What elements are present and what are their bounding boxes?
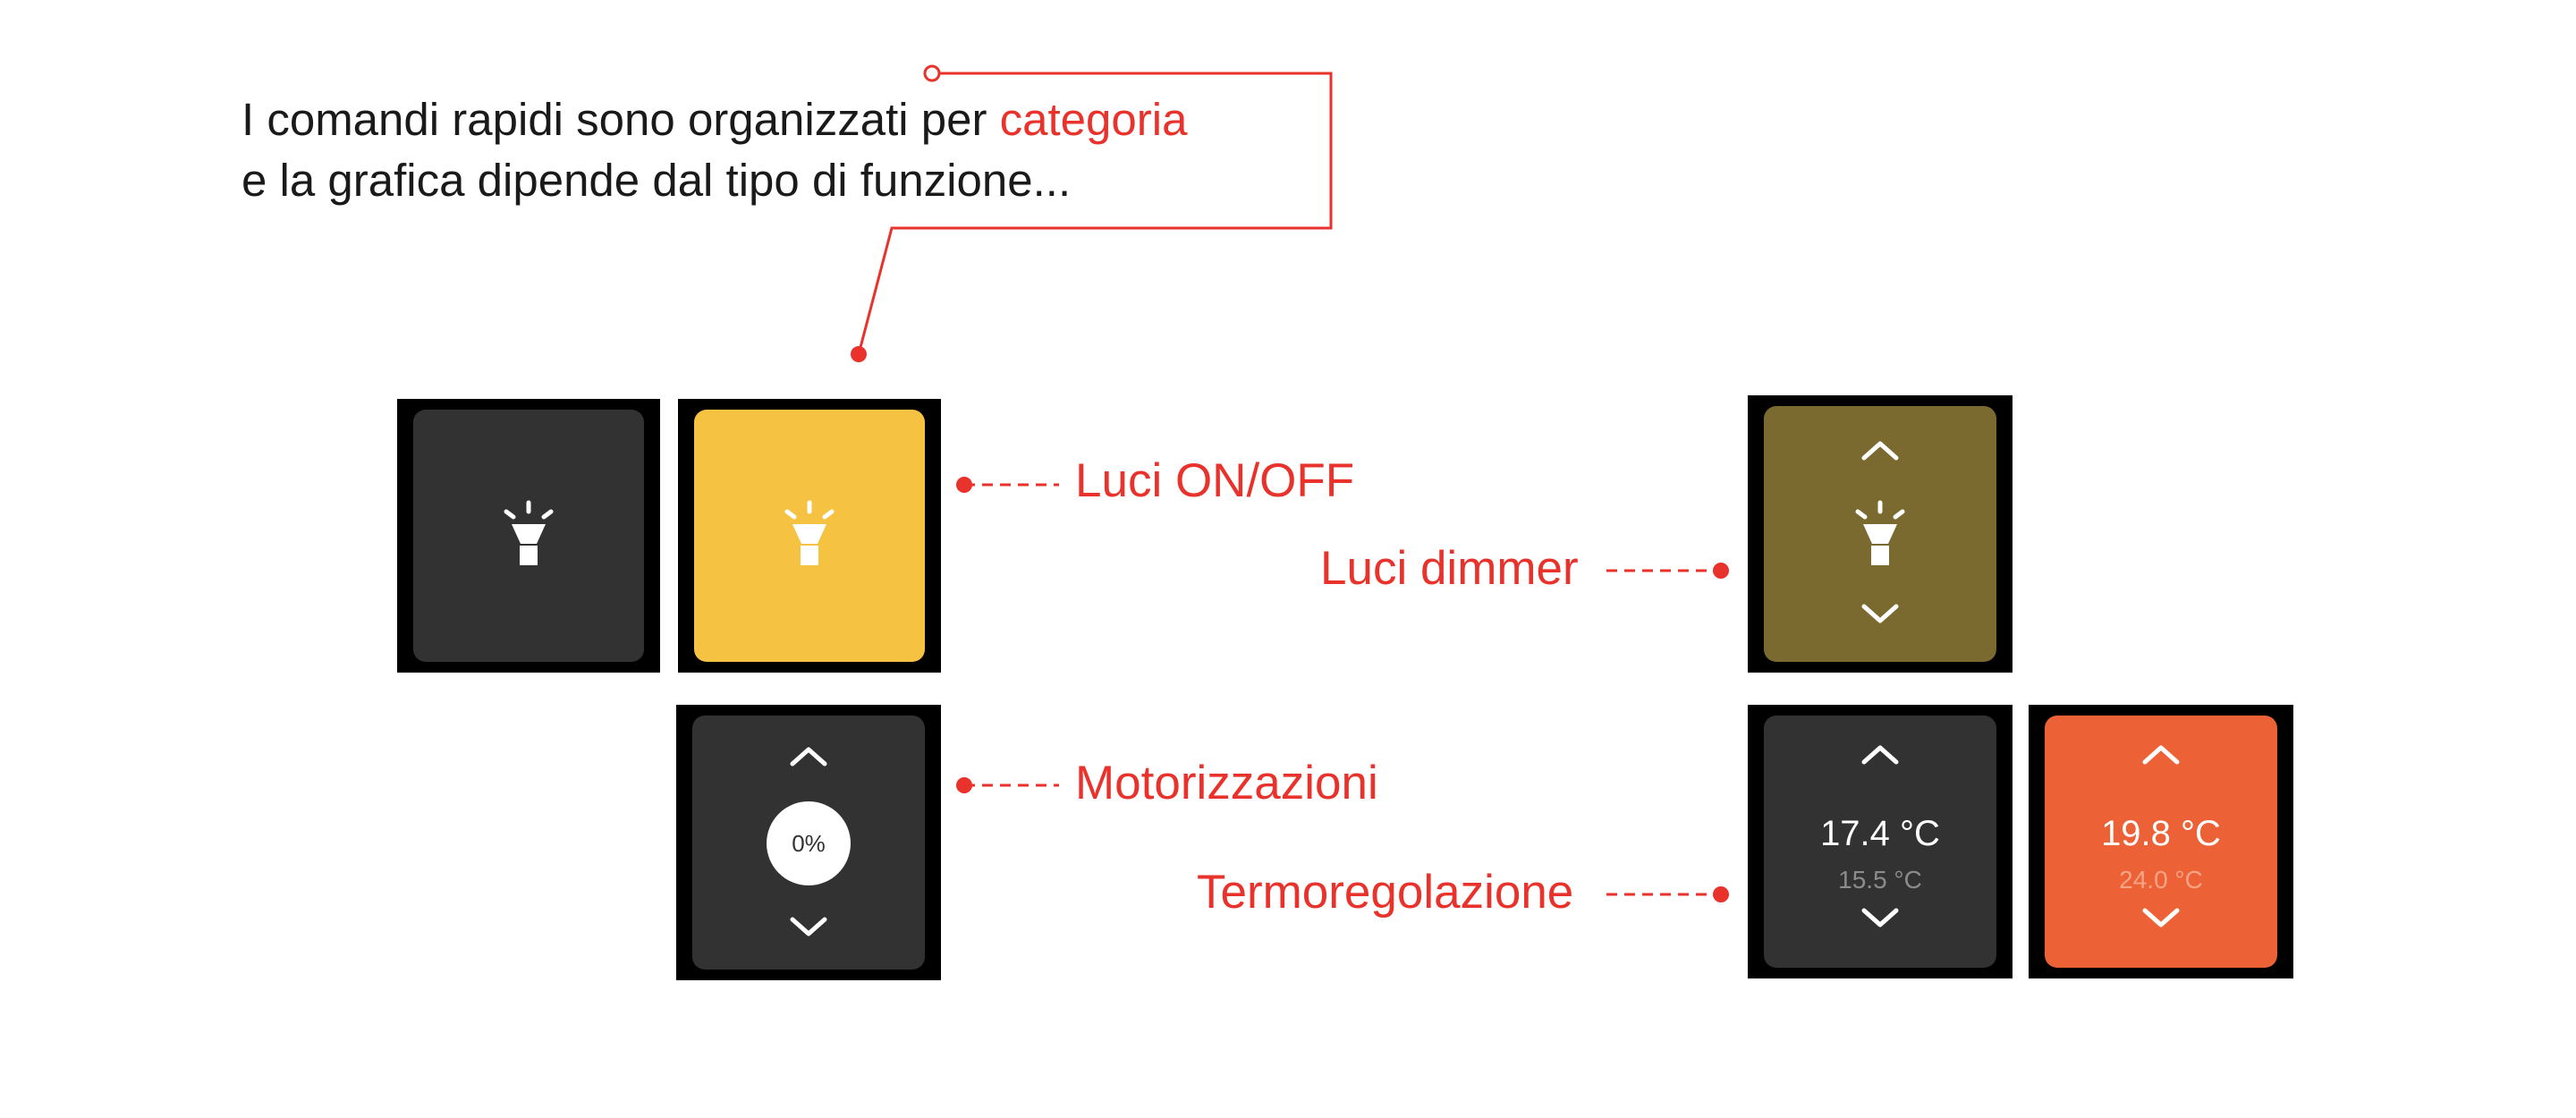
label-luci-dimmer: Luci dimmer <box>1320 542 1579 595</box>
tile-light-on[interactable] <box>678 399 941 673</box>
callout-end-marker <box>851 346 867 362</box>
current-temperature: 17.4 °C <box>1820 814 1940 853</box>
label-motorizzazioni: Motorizzazioni <box>1075 757 1378 809</box>
intro-text: I comandi rapidi sono organizzati per ca… <box>242 89 1187 211</box>
lightbulb-icon <box>784 500 835 565</box>
tile-light-off[interactable] <box>397 399 660 673</box>
leader-motorizzazioni-dot <box>956 777 972 793</box>
leader-luci-onoff-dot <box>956 477 972 493</box>
chevron-up-icon[interactable] <box>2141 741 2181 767</box>
chevron-down-icon[interactable] <box>1860 905 1900 932</box>
intro-line-1-text: I comandi rapidi sono organizzati per <box>242 94 1000 145</box>
tile-thermo-on[interactable]: 19.8 °C 24.0 °C <box>2029 705 2293 978</box>
tile-motorization[interactable]: 0% <box>676 705 941 980</box>
chevron-down-icon[interactable] <box>1860 601 1900 628</box>
leader-luci-dimmer-dot <box>1713 563 1729 579</box>
tile-thermo-on-body: 19.8 °C 24.0 °C <box>2045 716 2277 968</box>
chevron-up-icon[interactable] <box>1860 436 1900 463</box>
intro-line-2: e la grafica dipende dal tipo di funzion… <box>242 155 1072 206</box>
position-percent: 0% <box>767 801 851 885</box>
tile-thermo-off[interactable]: 17.4 °C 15.5 °C <box>1748 705 2012 978</box>
chevron-down-icon[interactable] <box>2141 905 2181 932</box>
label-luci-onoff: Luci ON/OFF <box>1075 454 1355 507</box>
callout-start-marker <box>923 64 941 82</box>
current-temperature: 19.8 °C <box>2101 814 2221 853</box>
tile-motorization-body: 0% <box>692 716 925 970</box>
setpoint-temperature: 24.0 °C <box>2119 866 2203 894</box>
setpoint-temperature: 15.5 °C <box>1838 866 1922 894</box>
lightbulb-icon <box>504 500 554 565</box>
leader-termoregolazione-dot <box>1713 886 1729 902</box>
tile-light-off-body <box>413 410 644 662</box>
chevron-up-icon[interactable] <box>789 742 828 769</box>
chevron-down-icon[interactable] <box>789 914 828 941</box>
tile-light-dimmer-body <box>1764 406 1996 662</box>
tile-light-on-body <box>694 410 925 662</box>
chevron-up-icon[interactable] <box>1860 741 1900 767</box>
label-termoregolazione: Termoregolazione <box>1197 866 1574 919</box>
tile-light-dimmer[interactable] <box>1748 395 2012 673</box>
tile-thermo-off-body: 17.4 °C 15.5 °C <box>1764 716 1996 968</box>
intro-line-1: I comandi rapidi sono organizzati per ca… <box>242 89 1187 150</box>
lightbulb-icon <box>1855 500 1905 565</box>
intro-highlight: categoria <box>999 94 1188 145</box>
